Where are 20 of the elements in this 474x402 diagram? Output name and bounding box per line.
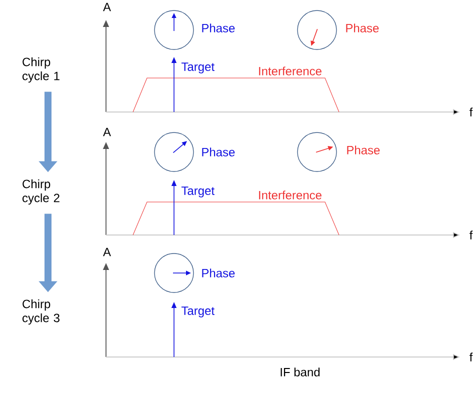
interference-label: Interference (259, 190, 322, 200)
axis-label: f (470, 108, 473, 116)
cycle-label: Chirp cycle 2 (22, 179, 60, 205)
cycle-label: Chirp cycle 1 (22, 57, 60, 83)
phase-label: Phase (347, 146, 380, 154)
cycle-label: Chirp cycle 3 (22, 299, 60, 325)
target-label: Target (181, 306, 214, 318)
phase-label: Phase (202, 268, 235, 278)
axis-label: f (470, 230, 473, 240)
target-label: Target (181, 62, 214, 74)
interference-label: Interference (259, 66, 322, 76)
axis-label: A (103, 248, 111, 256)
phase-label: Phase (202, 24, 235, 32)
phase-label: Phase (346, 24, 379, 32)
axis-label: f (470, 352, 473, 362)
axis-label: A (103, 2, 111, 12)
target-label: Target (181, 186, 214, 198)
axis-label: IF band (280, 368, 320, 376)
axis-label: A (103, 128, 111, 136)
phase-label: Phase (202, 148, 235, 156)
